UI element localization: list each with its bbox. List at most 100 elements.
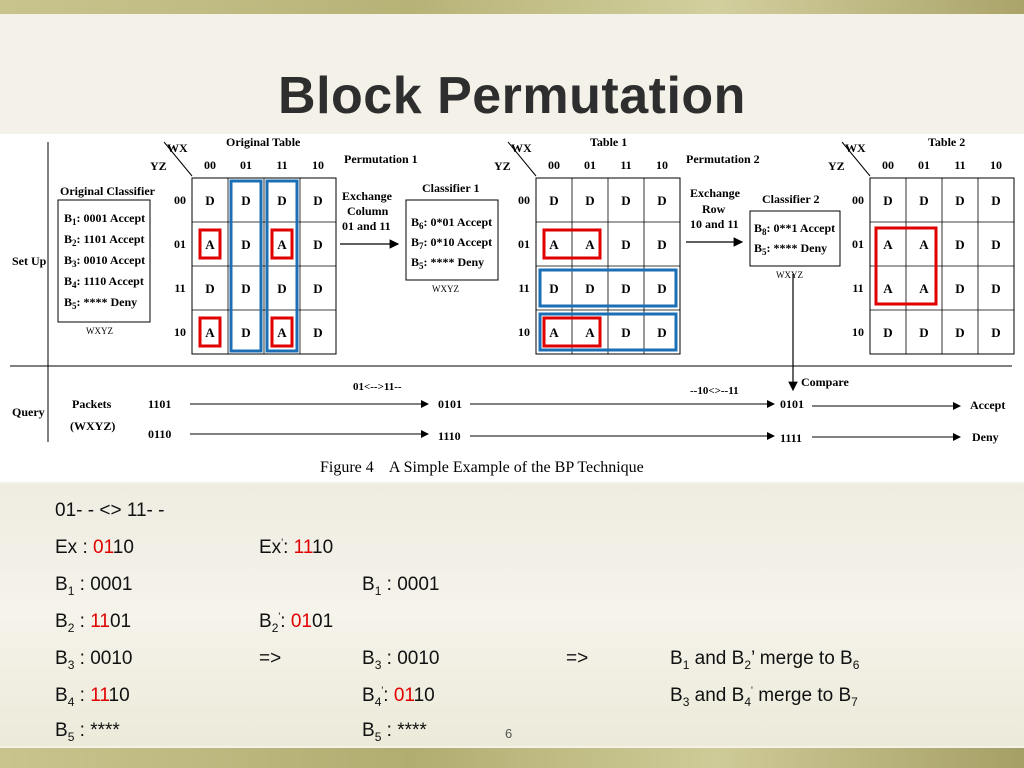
permutation2-line1: Exchange	[690, 186, 741, 200]
note-b1-new: B1 : 0001	[362, 574, 440, 598]
table-cell: A	[883, 237, 893, 252]
bp-technique-figure: Set Up Query Original Classifier B1: 000…	[0, 134, 1024, 482]
red-cell-highlight	[270, 316, 294, 348]
row-header: 10	[174, 325, 186, 339]
classifier1-box	[405, 199, 499, 281]
wx-axis-label: WX	[845, 141, 866, 155]
axis-diagonal	[507, 141, 537, 177]
note-arrow-2: =>	[566, 648, 589, 669]
table-cell: D	[585, 193, 594, 208]
permutation2-title: Permutation 2	[686, 152, 760, 166]
table-cell: D	[657, 237, 666, 252]
classifier1-title: Classifier 1	[422, 181, 479, 195]
table-cell: D	[991, 281, 1000, 296]
figure-svg: Set Up Query Original Classifier B1: 000…	[10, 135, 1015, 476]
permutation2-line2: Row	[702, 202, 726, 216]
table-cell: A	[919, 281, 929, 296]
packet2-input: 0110	[148, 427, 171, 441]
page-number: 6	[505, 726, 513, 741]
table-cell: D	[657, 193, 666, 208]
table-cell: A	[277, 325, 287, 340]
note-b1: B1 : 0001	[55, 574, 133, 598]
classifier2-box	[749, 210, 841, 267]
column-header: 01	[240, 158, 252, 172]
table-cell: D	[621, 325, 630, 340]
classifier-rule: B5: **** Deny	[754, 241, 827, 257]
row-header: 00	[174, 193, 186, 207]
column-header: 10	[990, 158, 1002, 172]
row-header: 01	[174, 237, 186, 251]
wxyz-label: (WXYZ)	[70, 419, 115, 433]
table-cell: D	[883, 325, 892, 340]
column-header: 10	[656, 158, 668, 172]
axis-diagonal	[841, 141, 871, 177]
red-cell-highlight	[198, 316, 222, 348]
table-cell: A	[919, 237, 929, 252]
table-cell: D	[241, 237, 250, 252]
packet1-input: 1101	[148, 397, 171, 411]
table-cell: A	[205, 325, 215, 340]
table-cell: D	[621, 193, 630, 208]
red-cell-highlight	[270, 228, 294, 260]
table-cell: A	[549, 325, 559, 340]
wx-axis-label: WX	[511, 141, 532, 155]
table-title: Table 1	[590, 135, 627, 149]
table-title: Original Table	[226, 135, 301, 149]
table-cell: D	[955, 325, 964, 340]
yz-axis-label: YZ	[150, 159, 167, 173]
query-row-1: 1101 0101 0101 Accept	[148, 397, 1005, 412]
classifier-rule: B8: 0**1 Accept	[754, 221, 835, 237]
blue-row-highlight	[538, 268, 678, 308]
classifier-rule: B3: 0010 Accept	[64, 253, 145, 269]
blue-row-highlight	[538, 312, 678, 352]
table-cell: D	[955, 237, 964, 252]
query-step1-label: 01<-->11--	[353, 381, 402, 393]
column-header: 01	[918, 158, 930, 172]
compare-label: Compare	[801, 375, 849, 389]
row-header: 00	[518, 193, 530, 207]
classifier-rule: B1: 0001 Accept	[64, 211, 145, 227]
classifier-rule: B5: **** Deny	[64, 295, 137, 311]
table-cell: D	[955, 193, 964, 208]
column-header: 11	[954, 158, 965, 172]
table-cell: D	[277, 281, 286, 296]
note-b4-new: B4': 0110	[362, 685, 435, 709]
packet2-out: 1111	[780, 431, 802, 445]
classifier-rule: B7: 0*10 Accept	[411, 235, 492, 251]
blue-column-highlight	[265, 179, 299, 353]
classifier-rule: B4: 1110 Accept	[64, 274, 144, 290]
table-cell: D	[277, 193, 286, 208]
table-cell: D	[241, 325, 250, 340]
classifier1-footer: WXYZ	[432, 284, 459, 294]
permutation1-line1: Exchange	[342, 189, 393, 203]
query-step2-label: --10<>--11	[690, 385, 739, 397]
note-b3-new: B3 : 0010	[362, 648, 440, 672]
column-header: 11	[276, 158, 287, 172]
table-cell: D	[991, 237, 1000, 252]
table-cell: A	[277, 237, 287, 252]
classifier2-footer: WXYZ	[776, 270, 803, 280]
yz-axis-label: YZ	[828, 159, 845, 173]
table-cell: D	[549, 281, 558, 296]
classifier2-title: Classifier 2	[762, 192, 819, 206]
note-merge-2: B3 and B4' merge to B7	[670, 685, 858, 709]
table-cell: D	[991, 325, 1000, 340]
table-cell: D	[205, 281, 214, 296]
packets-label: Packets	[72, 397, 112, 411]
original-classifier-footer: WXYZ	[86, 326, 113, 336]
note-b2: B2 : 1101	[55, 611, 132, 635]
row-header: 01	[518, 237, 530, 251]
row-header: 11	[852, 281, 863, 295]
table-cell: D	[313, 193, 322, 208]
packet2-mid: 1110	[438, 429, 461, 443]
original-classifier-title: Original Classifier	[60, 184, 156, 198]
note-merge-1: B1 and B2’ merge to B6	[670, 648, 860, 672]
table-cell: D	[313, 237, 322, 252]
permutation2-line3: 10 and 11	[690, 217, 739, 231]
packet1-out: 0101	[780, 397, 804, 411]
red-cell-highlight	[198, 228, 222, 260]
table-cell: D	[313, 281, 322, 296]
